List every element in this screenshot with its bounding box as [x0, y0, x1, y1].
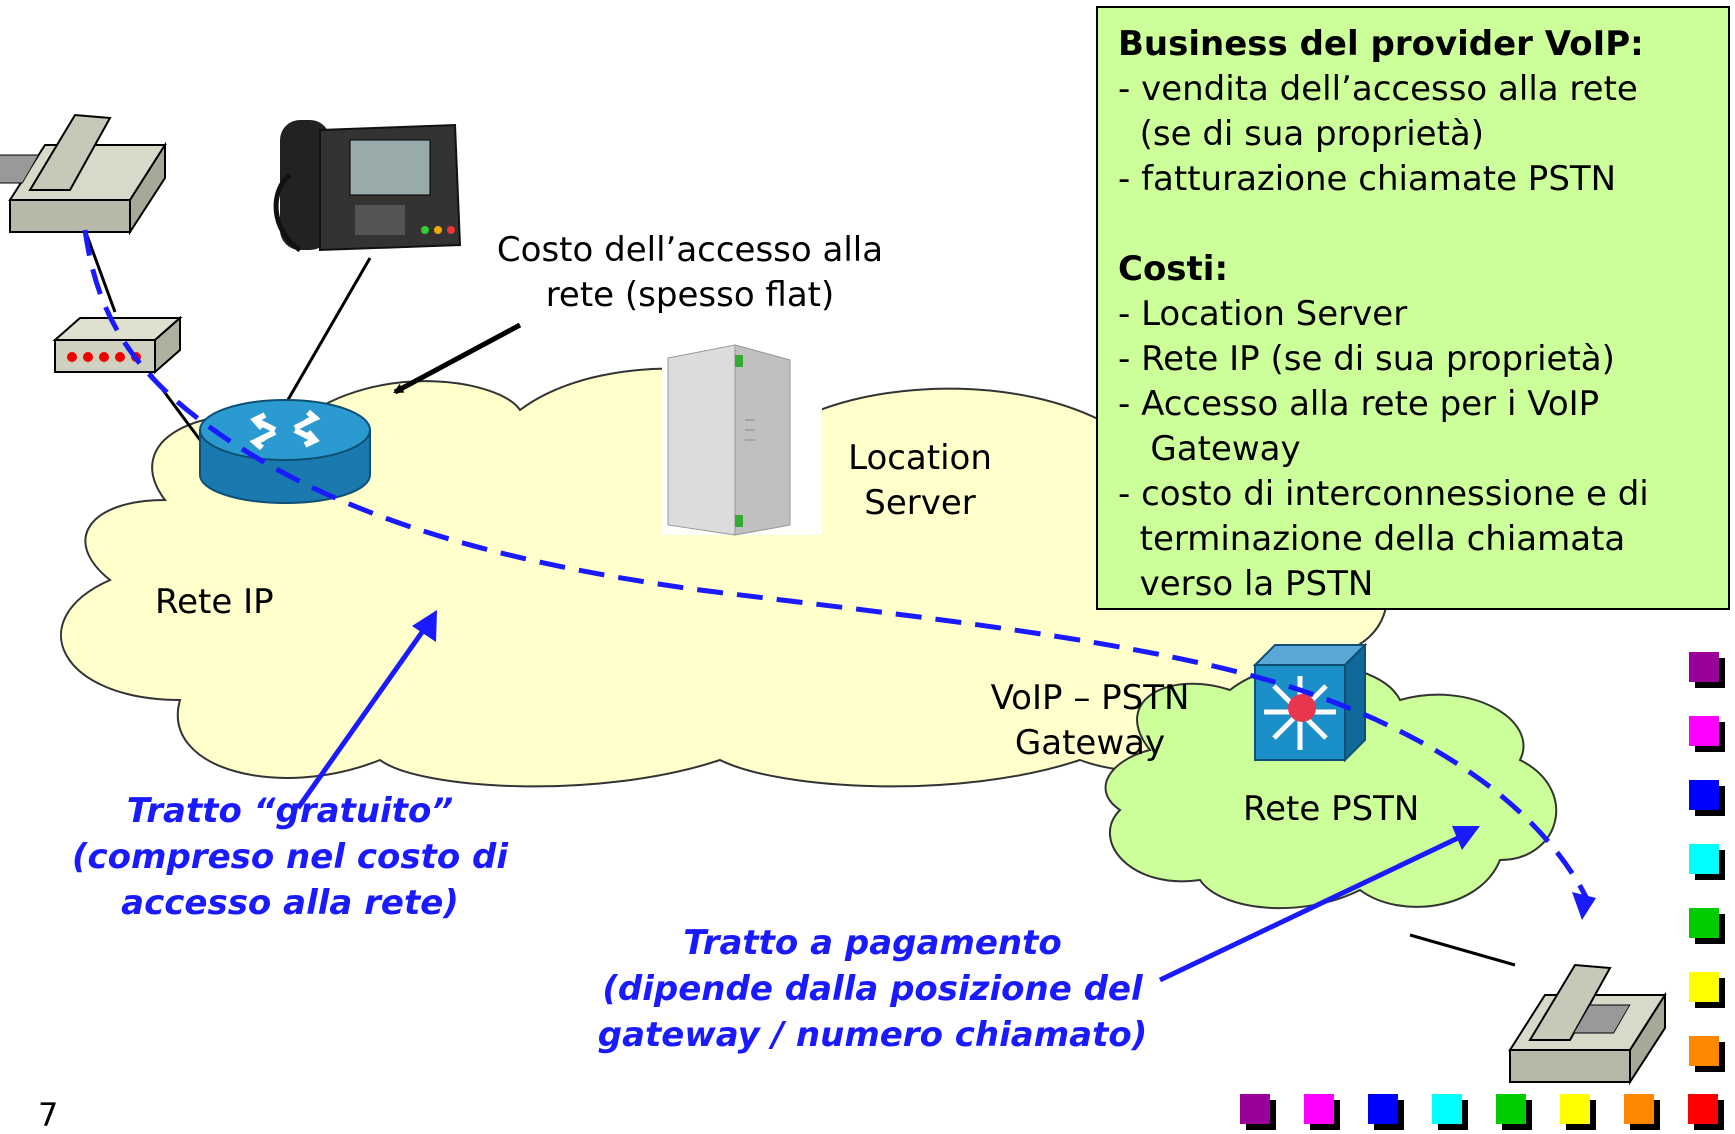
location-server-label: Location Server	[830, 436, 1010, 526]
decor-square	[1560, 1094, 1590, 1124]
router	[199, 399, 371, 504]
business-item: - fatturazione chiamate PSTN	[1118, 159, 1617, 199]
free-segment-line-1: Tratto “gratuito”	[126, 791, 454, 831]
gateway-line-1: VoIP – PSTN	[990, 678, 1190, 718]
decor-square	[1624, 1094, 1654, 1124]
business-title: Business del provider VoIP:	[1118, 24, 1644, 64]
free-segment-label: Tratto “gratuito” (compreso nel costo di…	[40, 788, 540, 926]
paid-segment-arrowhead	[1452, 826, 1480, 850]
decor-square	[1496, 1094, 1526, 1124]
decor-square	[1689, 972, 1719, 1002]
costs-item: - Location Server	[1118, 294, 1408, 334]
analog-phone-right	[1508, 963, 1667, 1086]
decor-square	[1304, 1094, 1334, 1124]
decor-square	[1432, 1094, 1462, 1124]
decor-square	[1689, 844, 1719, 874]
access-cost-arrow	[393, 322, 522, 395]
paid-segment-arrow	[1158, 835, 1460, 983]
business-item: (se di sua proprietà)	[1118, 114, 1485, 154]
provider-info-box: Business del provider VoIP: - vendita de…	[1096, 6, 1730, 610]
location-server	[662, 344, 822, 536]
decor-square	[1368, 1094, 1398, 1124]
analog-phone-left	[0, 113, 167, 236]
ip-network-label: Rete IP	[155, 582, 274, 622]
cable-ipphone-to-router	[283, 257, 372, 406]
paid-segment-line-2: (dipende dalla posizione del	[602, 969, 1143, 1009]
decor-square	[1689, 652, 1719, 682]
access-cost-line-1: Costo dell’accesso alla	[496, 230, 884, 270]
decor-square	[1689, 1036, 1719, 1066]
decor-square	[1688, 1094, 1718, 1124]
paid-segment-line-3: gateway / numero chiamato)	[597, 1015, 1148, 1055]
page-number: 7	[38, 1096, 59, 1134]
spacer	[1118, 202, 1728, 247]
costs-item: Gateway	[1118, 429, 1301, 469]
ip-phone	[273, 120, 462, 253]
costs-title: Costi:	[1118, 249, 1229, 289]
decor-square	[1689, 780, 1719, 810]
cable-phone-to-modem	[83, 229, 117, 313]
business-item: - vendita dell’accesso alla rete	[1118, 69, 1638, 109]
gateway-line-2: Gateway	[1014, 723, 1166, 763]
decor-square	[1689, 716, 1719, 746]
call-path-dashed	[82, 229, 1593, 907]
free-segment-arrow	[295, 626, 428, 810]
cable-pstn-to-phone	[1409, 933, 1516, 967]
free-segment-line-2: (compreso nel costo di	[71, 837, 509, 877]
pstn-network-label: Rete PSTN	[1243, 789, 1420, 829]
decor-square	[1689, 908, 1719, 938]
decor-square	[1240, 1094, 1270, 1124]
voip-pstn-gateway	[1252, 642, 1368, 763]
costs-item: - costo di interconnessione e di	[1118, 474, 1649, 514]
free-segment-line-3: accesso alla rete)	[121, 883, 459, 923]
location-server-line-1: Location	[848, 438, 992, 478]
paid-segment-line-1: Tratto a pagamento	[683, 923, 1062, 963]
costs-item: - Rete IP (se di sua proprietà)	[1118, 339, 1615, 379]
free-segment-arrowhead	[412, 610, 437, 642]
costs-item: verso la PSTN	[1118, 564, 1374, 604]
call-path-arrowhead	[1572, 892, 1596, 920]
access-cost-line-2: rete (spesso flat)	[545, 275, 835, 315]
access-cost-label: Costo dell’accesso alla rete (spesso fla…	[455, 228, 925, 318]
costs-item: - Accesso alla rete per i VoIP	[1118, 384, 1600, 424]
gateway-label: VoIP – PSTN Gateway	[965, 676, 1215, 766]
costs-item: terminazione della chiamata	[1118, 519, 1626, 559]
paid-segment-label: Tratto a pagamento (dipende dalla posizi…	[545, 920, 1200, 1058]
location-server-line-2: Server	[864, 483, 976, 523]
